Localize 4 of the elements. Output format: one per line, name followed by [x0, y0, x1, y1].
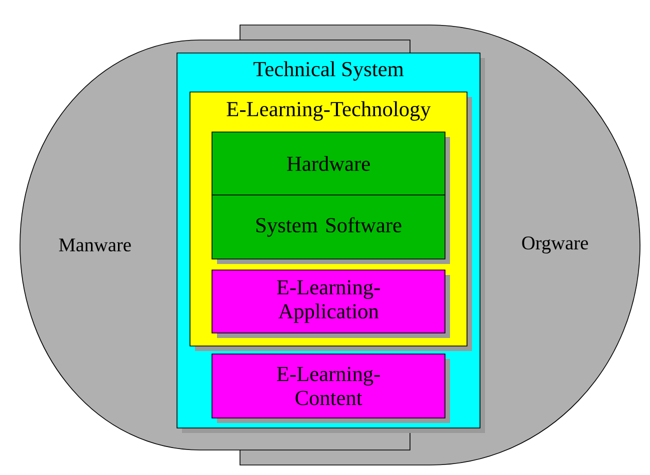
layer-box: E-Learning-Application: [212, 270, 450, 338]
layer-box: System Software: [212, 194, 450, 264]
layer-box: Hardware: [212, 132, 450, 200]
layer-box: E-Learning-Content: [212, 354, 450, 423]
